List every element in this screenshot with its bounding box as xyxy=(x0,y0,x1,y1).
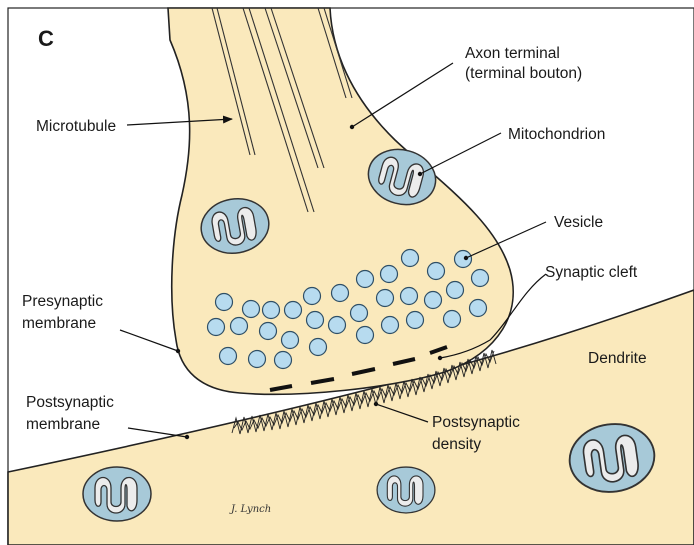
mitochondrion-3 xyxy=(83,467,151,521)
artist-signature: J. Lynch xyxy=(229,504,271,515)
postsynaptic-density-label-2: density xyxy=(432,436,481,453)
postsynaptic-membrane-label-2: membrane xyxy=(26,416,100,433)
panel-label: C xyxy=(38,26,54,51)
vesicle-dot xyxy=(464,256,468,260)
mitochondrion-4 xyxy=(377,467,435,513)
microtubule-label: Microtubule xyxy=(36,118,116,135)
postsynaptic-density-label-1: Postsynaptic xyxy=(432,414,520,431)
postsynaptic-density-dot xyxy=(374,402,378,406)
mitochondrion-dot xyxy=(418,172,422,176)
axon-terminal-label-2: (terminal bouton) xyxy=(465,65,582,82)
presynaptic-label-1: Presynaptic xyxy=(22,293,103,310)
presynaptic-label-2: membrane xyxy=(22,315,96,332)
synaptic-cleft-label: Synaptic cleft xyxy=(545,264,638,281)
synaptic-cleft-dot xyxy=(438,356,442,360)
axon-terminal-dot xyxy=(350,125,354,129)
postsynaptic-membrane-label-1: Postsynaptic xyxy=(26,394,114,411)
mitochondrion-label: Mitochondrion xyxy=(508,126,605,143)
vesicle-label: Vesicle xyxy=(554,214,603,231)
dendrite-label: Dendrite xyxy=(588,350,647,367)
axon-terminal-label-1: Axon terminal xyxy=(465,45,560,62)
